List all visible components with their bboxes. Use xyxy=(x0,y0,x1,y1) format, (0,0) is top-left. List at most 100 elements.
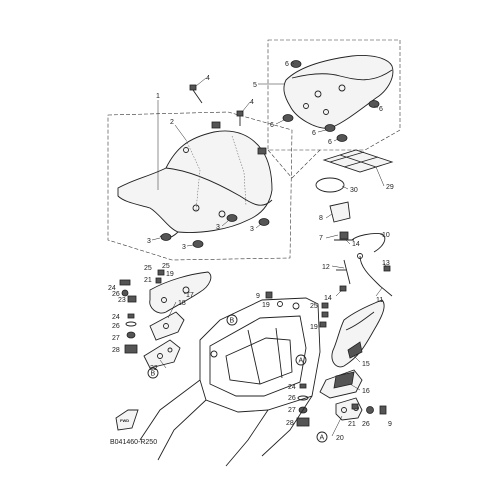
callout-6d: 6 xyxy=(328,139,332,146)
callout-3d: 3 xyxy=(250,226,254,233)
seat-lock-cable-part xyxy=(351,233,393,297)
grommet-3-a xyxy=(160,233,172,241)
callout-24b: 24 xyxy=(112,314,120,321)
callout-26b: 26 xyxy=(112,323,120,330)
callout-12: 12 xyxy=(322,264,330,271)
callout-16: 16 xyxy=(362,388,370,395)
callout-7: 7 xyxy=(319,235,323,242)
grab-bar-right-part xyxy=(331,299,385,368)
callout-25a: 25 xyxy=(144,265,152,272)
bracket-22-part xyxy=(143,339,181,369)
callout-9b: 9 xyxy=(388,421,392,428)
callout-6a: 6 xyxy=(285,61,289,68)
seat-lock-bracket-part xyxy=(329,201,354,241)
callout-25b: 25 xyxy=(162,263,170,270)
callout-5: 5 xyxy=(253,82,257,89)
callout-23: 23 xyxy=(118,297,126,304)
callout-14b: 14 xyxy=(324,295,332,302)
callout-1: 1 xyxy=(156,93,160,100)
callout-2: 2 xyxy=(170,119,174,126)
callout-27b: 27 xyxy=(288,407,296,414)
grommet-6-a xyxy=(290,60,302,68)
rear-frame-part xyxy=(139,297,321,467)
grommet-3-c xyxy=(226,214,238,222)
callout-4b: 4 xyxy=(250,99,254,106)
callout-17: 17 xyxy=(186,292,194,299)
storage-net-part xyxy=(322,149,394,173)
callout-15: 15 xyxy=(362,361,370,368)
callout-27a: 27 xyxy=(112,335,120,342)
ref-marker-B-1: B xyxy=(226,314,238,326)
washer-26-bottom xyxy=(366,406,374,414)
svg-text:A: A xyxy=(299,358,304,365)
fwd-arrow-icon: FWD xyxy=(115,409,139,431)
svg-text:B: B xyxy=(230,318,235,325)
grab-bar-left-part xyxy=(149,271,212,314)
callout-10: 10 xyxy=(382,232,390,239)
callout-21b: 21 xyxy=(144,277,152,284)
rubber-band-part xyxy=(315,177,345,193)
callout-6e: 6 xyxy=(379,106,383,113)
bracket-18-part xyxy=(149,311,185,341)
callout-19a: 19 xyxy=(166,271,174,278)
bolt-4-b xyxy=(236,110,244,126)
callout-6c: 6 xyxy=(312,130,316,137)
bolt-4-a xyxy=(189,84,203,104)
rider-seat-group-outline xyxy=(107,111,293,261)
rider-seat-part xyxy=(117,121,273,239)
callout-19c: 19 xyxy=(310,324,318,331)
ref-marker-A-2: A xyxy=(316,431,328,443)
bolt-stack-right xyxy=(319,302,329,328)
diagram-code: B041460-R250 xyxy=(110,439,157,446)
grommet-6-b xyxy=(282,114,294,122)
callout-26a: 26 xyxy=(112,291,120,298)
box-link-line-2 xyxy=(267,149,293,179)
grommet-6-c xyxy=(324,124,336,132)
damper-stack-bottom xyxy=(296,383,310,427)
ref-marker-B-2: B xyxy=(147,367,159,379)
bolt-stack-left-top xyxy=(119,279,137,303)
callout-25c: 25 xyxy=(310,303,318,310)
callout-20: 20 xyxy=(336,435,344,442)
bracket-20-part xyxy=(335,397,363,421)
callout-11: 11 xyxy=(376,297,383,304)
box-link-line xyxy=(291,149,321,179)
ref-marker-A-1: A xyxy=(295,354,307,366)
callout-6b: 6 xyxy=(270,122,274,129)
bolt-stack-top-mid xyxy=(155,269,165,284)
callout-24c: 24 xyxy=(288,384,296,391)
callout-9: 9 xyxy=(256,293,260,300)
bolt-stack-left-mid xyxy=(124,313,138,354)
callout-26c: 26 xyxy=(288,395,296,402)
callout-3a: 3 xyxy=(147,238,151,245)
grommet-6-d xyxy=(336,134,348,142)
fwd-label: FWD xyxy=(120,418,129,423)
callout-21: 21 xyxy=(348,421,356,428)
svg-text:A: A xyxy=(320,435,325,442)
callout-3b: 3 xyxy=(182,244,186,251)
callout-24a: 24 xyxy=(108,285,116,292)
lock-rod-part xyxy=(336,259,351,292)
bolt-21-bottom xyxy=(351,403,359,410)
callout-labels: 1 2 3 3 3 3 4 4 5 6 6 6 6 6 7 8 9 10 11 … xyxy=(108,61,394,442)
callout-22: 22 xyxy=(150,365,158,372)
frame-bolt-9 xyxy=(265,291,273,299)
callout-14a: 14 xyxy=(352,241,360,248)
callout-18: 18 xyxy=(178,300,186,307)
callout-13: 13 xyxy=(382,260,390,267)
callout-28b: 28 xyxy=(286,420,294,427)
leader-lines xyxy=(151,61,387,437)
grommet-3-d xyxy=(258,218,270,226)
callout-30: 30 xyxy=(350,187,358,194)
passenger-seat-part xyxy=(283,55,394,129)
passenger-seat-group-outline xyxy=(267,39,401,151)
callout-4a: 4 xyxy=(206,75,210,82)
callout-29: 29 xyxy=(386,184,394,191)
grab-bar-cover-part xyxy=(319,369,363,399)
callout-28a: 28 xyxy=(112,347,120,354)
grommet-6-e xyxy=(368,100,380,108)
callout-8: 8 xyxy=(319,215,323,222)
grommet-3-b xyxy=(192,240,204,248)
